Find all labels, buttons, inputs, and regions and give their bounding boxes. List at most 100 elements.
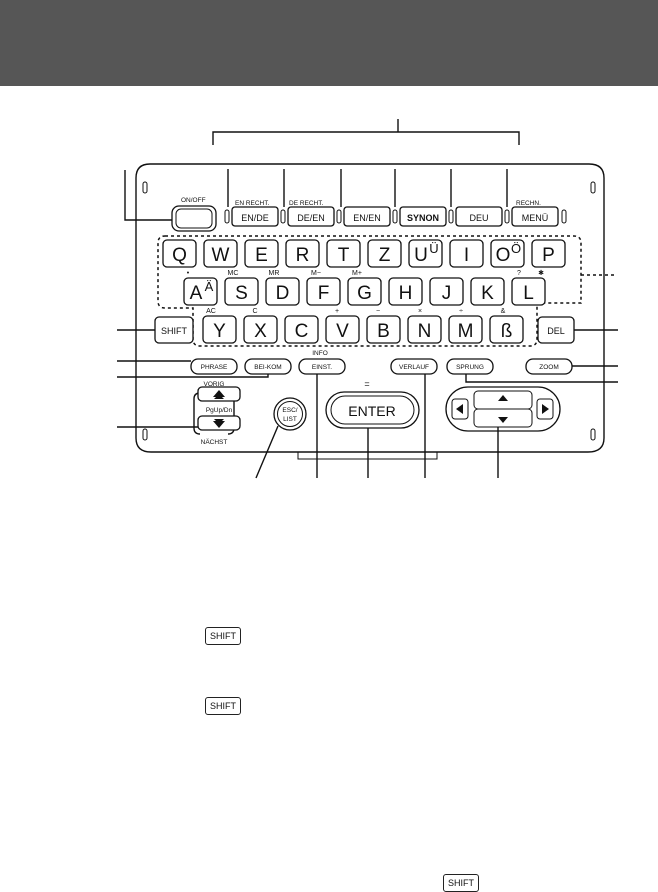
mode-key-deu[interactable] (455, 206, 503, 227)
letter-key-g[interactable] (347, 277, 382, 306)
key-label: S (235, 283, 248, 304)
letter-key-v[interactable] (325, 315, 360, 344)
mode-key-synon[interactable] (399, 206, 447, 227)
letter-key-t[interactable] (326, 239, 361, 268)
mode-key-en-en[interactable] (343, 206, 391, 227)
verlauf-key-label: VERLAUF (399, 364, 429, 371)
up-arrow-icon (498, 395, 508, 401)
letter-key-i[interactable] (449, 239, 484, 268)
onoff-label: ON/OFF (181, 197, 206, 204)
letter-key-y[interactable] (202, 315, 237, 344)
foot-left (142, 428, 148, 441)
right-arrow-icon (542, 404, 549, 414)
letter-key-r[interactable] (285, 239, 320, 268)
letter-key-u[interactable] (408, 239, 443, 268)
phrase-key-label: PHRASE (201, 364, 228, 371)
enter-key-inner (330, 395, 415, 425)
key-function-label: M+ (352, 270, 362, 277)
enter-key[interactable] (325, 391, 420, 429)
letter-key-n[interactable] (407, 315, 442, 344)
key-label: X (254, 321, 267, 342)
key-function-label: MR (269, 270, 280, 277)
shift-key-inline-3: SHIFT (443, 874, 479, 892)
key-function-label: × (418, 308, 422, 315)
esc-list-key[interactable] (273, 397, 307, 431)
letter-key-j[interactable] (429, 277, 464, 306)
foot-right (590, 428, 596, 441)
key-label: D (276, 283, 290, 304)
letter-key-l[interactable] (511, 277, 546, 306)
led-mark (392, 209, 398, 224)
label-en-recht: EN RECHT. (235, 200, 270, 207)
key-umlaut-label: Ö (511, 241, 521, 256)
pgupdn-label: PgUp/Dn (206, 407, 233, 414)
onoff-button[interactable] (171, 205, 217, 232)
letter-key-sz[interactable] (489, 315, 524, 344)
key-label: N (418, 321, 432, 342)
letter-key-s[interactable] (224, 277, 259, 306)
letter-key-f[interactable] (306, 277, 341, 306)
key-label: A (190, 283, 203, 304)
mode-key-men[interactable] (511, 206, 559, 227)
double-up-arrow-icon (213, 390, 225, 399)
key-label: W (212, 245, 230, 266)
shift-key-inline-2: SHIFT (205, 697, 241, 715)
hinge-left (142, 181, 148, 194)
esc-label: ESC/ (282, 407, 297, 414)
letter-key-w[interactable] (203, 239, 238, 268)
mode-callouts (227, 169, 508, 207)
mode-key-de-en[interactable] (287, 206, 335, 227)
key-umlaut-label: Ä (205, 279, 214, 294)
mode-key-en-de[interactable] (231, 206, 279, 227)
vorig-label: VORIG (204, 381, 225, 388)
letter-key-x[interactable] (243, 315, 278, 344)
onoff-callout (124, 170, 172, 221)
letter-key-h[interactable] (388, 277, 423, 306)
header-bar (0, 0, 658, 86)
key-label: R (296, 245, 310, 266)
letter-key-p[interactable] (531, 239, 566, 268)
label-rechn: RECHN. (516, 200, 541, 207)
equals-label: = (364, 379, 369, 389)
letter-key-m[interactable] (448, 315, 483, 344)
letter-key-d[interactable] (265, 277, 300, 306)
key-label: G (357, 283, 372, 304)
label-de-recht: DE RECHT. (289, 200, 324, 207)
device-body (135, 163, 605, 453)
key-label: T (338, 245, 350, 266)
letter-key-e[interactable] (244, 239, 279, 268)
letter-key-k[interactable] (470, 277, 505, 306)
einst-key[interactable] (298, 358, 346, 375)
led-mark (504, 209, 510, 224)
letter-key-o[interactable] (490, 239, 525, 268)
mode-key-label: SYNON (407, 213, 439, 223)
shift-key-label: SHIFT (161, 326, 188, 336)
letter-key-q[interactable] (162, 239, 197, 268)
key-label: K (481, 283, 494, 304)
phrase-beikom-callouts (117, 360, 269, 378)
letter-key-c[interactable] (284, 315, 319, 344)
mode-key-label: EN/DE (241, 213, 269, 223)
mode-key-label: EN/EN (353, 213, 381, 223)
beikom-key-label: BEI-KOM (254, 364, 281, 371)
key-label: V (336, 321, 349, 342)
esc-callout (255, 425, 279, 479)
letter-key-a[interactable] (183, 277, 218, 306)
mode-led-marks (224, 209, 567, 224)
enter-key-label: ENTER (348, 403, 395, 419)
cursor-down-key (473, 408, 533, 428)
zoom-key-label: ZOOM (539, 364, 559, 371)
down-arrow-icon (498, 417, 508, 423)
letter-key-z[interactable] (367, 239, 402, 268)
naechst-label: NÄCHST (201, 438, 228, 446)
phrase-key[interactable] (190, 358, 238, 375)
key-label: F (318, 283, 330, 304)
key-label: Q (172, 245, 187, 266)
letter-key-b[interactable] (366, 315, 401, 344)
key-function-label: ✱ (538, 269, 544, 277)
key-label: I (464, 245, 469, 266)
sprung-key[interactable] (446, 358, 494, 375)
key-label: J (442, 283, 452, 304)
verlauf-key[interactable] (390, 358, 438, 375)
